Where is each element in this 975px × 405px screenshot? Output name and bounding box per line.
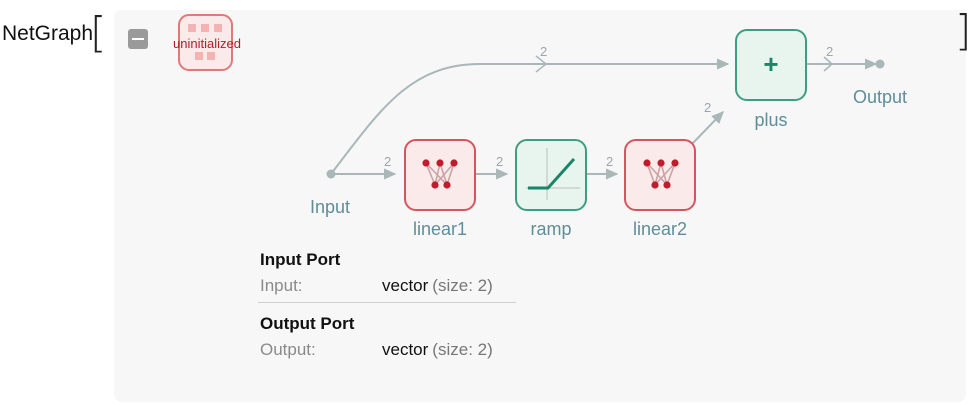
input-port-title: Input Port (260, 250, 341, 269)
expression-head: NetGraph (2, 22, 94, 45)
linear-layer-icon (643, 159, 679, 189)
status-text: uninitialized (173, 36, 241, 51)
input-port-section: Input Port Input: vector (size: 2) (260, 250, 530, 296)
mid-arrow-icon (823, 56, 834, 72)
input-port-type: vector (382, 276, 429, 295)
input-port-size: (size: 2) (432, 276, 493, 295)
dim-linear2-plus: 2 (704, 100, 711, 115)
uninitialized-icon (188, 24, 222, 60)
label-linear1: linear1 (413, 219, 467, 239)
open-bracket: [ (90, 8, 107, 57)
label-plus: plus (754, 110, 787, 130)
plus-symbol: + (763, 49, 778, 79)
linear-layer-icon (422, 159, 458, 189)
label-output: Output (853, 87, 907, 107)
dim-input-linear1: 2 (384, 154, 391, 169)
dim-linear1-ramp: 2 (496, 154, 503, 169)
node-plus[interactable]: + (735, 29, 807, 101)
dim-ramp-linear2: 2 (606, 154, 613, 169)
input-port-name: Input: (260, 276, 303, 295)
dim-input-plus: 2 (540, 44, 547, 59)
node-ramp[interactable] (515, 139, 587, 211)
output-port-type: vector (382, 340, 429, 359)
node-linear1[interactable] (404, 139, 476, 211)
mid-arrow-icon (535, 55, 548, 73)
output-port-title: Output Port (260, 314, 355, 333)
label-linear2: linear2 (633, 219, 687, 239)
output-port-size: (size: 2) (432, 340, 493, 359)
output-port-dot[interactable] (875, 59, 885, 69)
close-bracket: ] (955, 6, 972, 55)
dim-plus-output: 2 (826, 44, 833, 59)
section-divider (258, 302, 516, 303)
output-port-row: Output: vector (size: 2) (260, 340, 530, 360)
input-port-row: Input: vector (size: 2) (260, 276, 530, 296)
label-ramp: ramp (530, 219, 571, 239)
uninitialized-badge (178, 14, 233, 71)
collapse-button[interactable] (128, 29, 148, 49)
edge-linear2-plus (691, 110, 724, 145)
label-input: Input (310, 197, 350, 217)
ramp-icon (526, 148, 580, 200)
output-port-name: Output: (260, 340, 316, 359)
node-linear2[interactable] (624, 139, 696, 211)
output-port-section: Output Port Output: vector (size: 2) (260, 314, 530, 360)
edge-input-plus (330, 58, 730, 175)
input-port-dot[interactable] (326, 169, 336, 179)
